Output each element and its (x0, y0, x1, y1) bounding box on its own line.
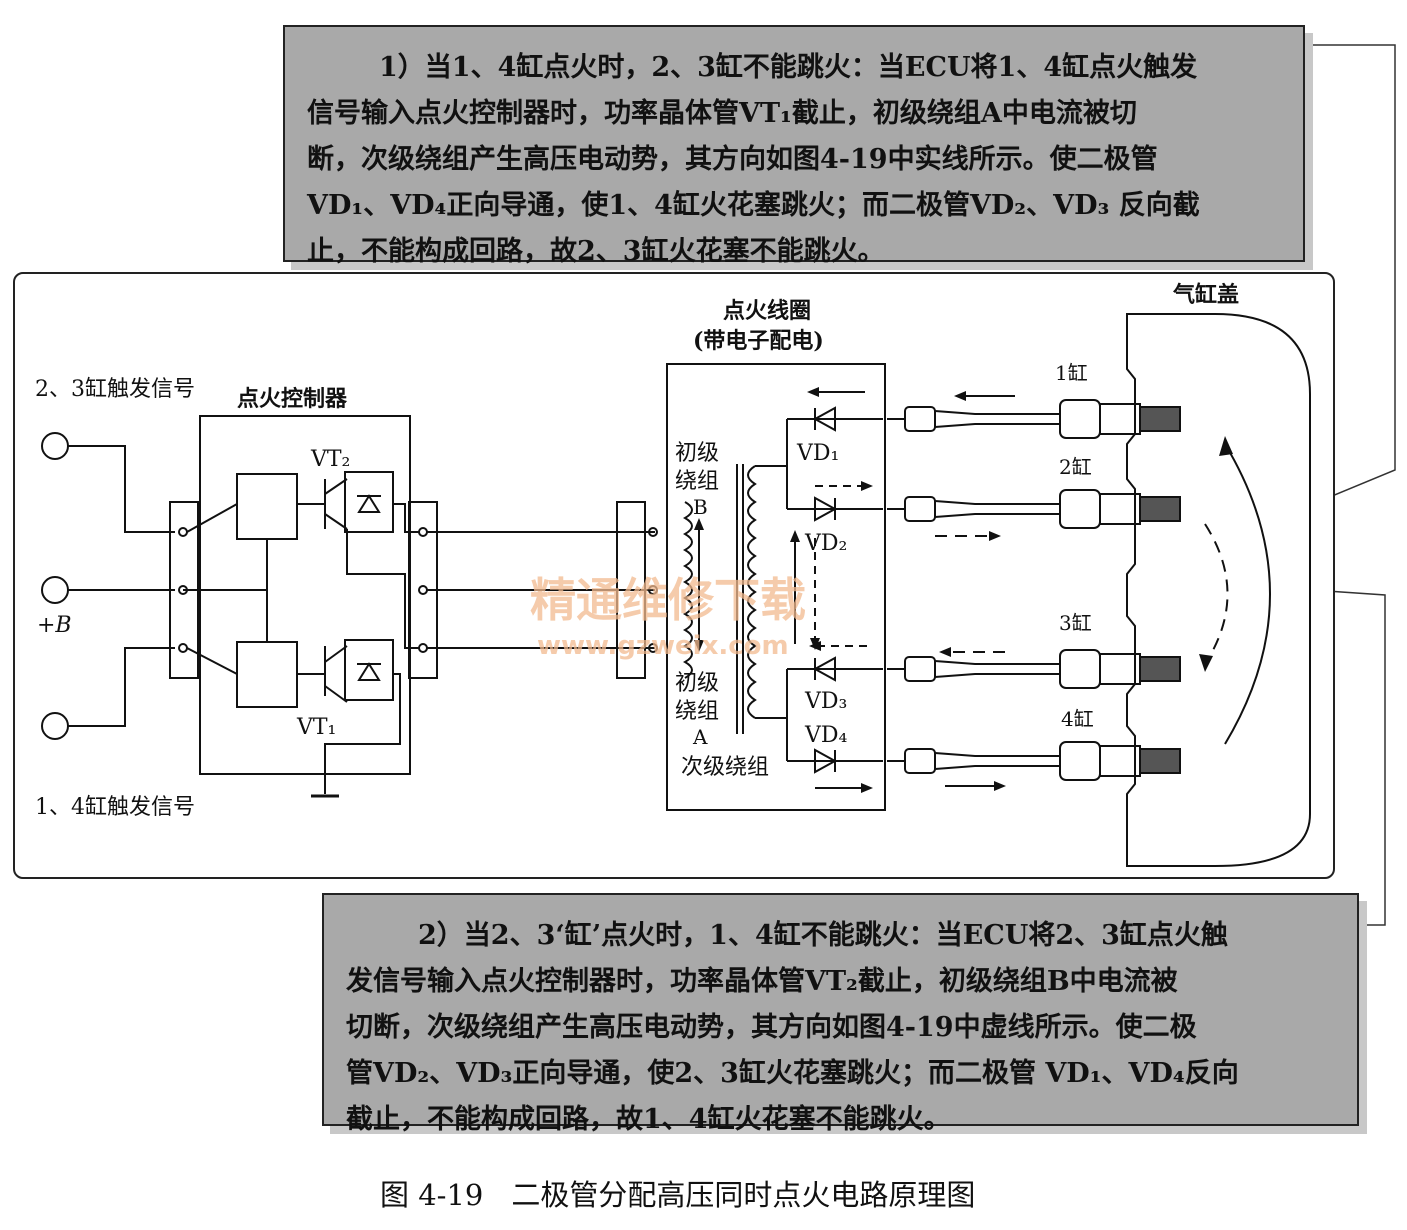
callout-bottom-line-4: 管VD₂、VD₃正向导通，使2、3缸火花塞跳火；而二极管 VD₁、VD₄反向 (346, 1058, 1239, 1089)
secondary-label: 次级绕组 (681, 755, 769, 780)
terminal-23 (41, 432, 69, 460)
figure-caption: 图 4-19 二极管分配高压同时点火电路原理图 (380, 1172, 1003, 1214)
callout-top-line-3: 断，次级绕组产生高压电动势，其方向如图4-19中实线所示。使二极管 (307, 144, 1158, 175)
vd1-label: VD₁ (796, 441, 839, 466)
primary-a-line1: 初级 (675, 671, 719, 696)
plug-lead-4 (887, 741, 1181, 781)
watermark-url: www.gzweix.com (537, 631, 789, 661)
primary-b-line2: 绕组 (675, 469, 719, 494)
callout-bottom-line-5: 截止，不能构成回路，故1、4缸火花塞不能跳火。 (346, 1104, 951, 1135)
cylinder-2-label: 2缸 (1059, 455, 1092, 479)
cylinder-head (1126, 313, 1311, 867)
plus-b-label: +B (37, 613, 72, 638)
callout-bottom: 2）当2、3‘缸’点火时，1、4缸不能跳火：当ECU将2、3缸点火触 发信号输入… (322, 893, 1359, 1135)
callout-bottom-line-2: 发信号输入点火控制器时，功率晶体管VT₂截止，初级绕组B中电流被 (346, 966, 1178, 997)
primary-b-line3: B (693, 495, 708, 519)
plug-lead-2 (887, 489, 1181, 529)
plug-lead-1 (887, 399, 1181, 439)
watermark-title: 精通维修下载 (530, 573, 806, 627)
callout-bottom-line-1: 2）当2、3‘缸’点火时，1、4缸不能跳火：当ECU将2、3缸点火触 (418, 920, 1228, 951)
cylinder-4-label: 4缸 (1061, 707, 1094, 731)
callout-bottom-line-3: 切断，次级绕组产生高压电动势，其方向如图4-19中虚线所示。使二极 (346, 1012, 1197, 1043)
figure-number: 图 4-19 (380, 1178, 484, 1212)
vt2-label: VT₂ (310, 447, 350, 472)
figure-title: 二极管分配高压同时点火电路原理图 (511, 1178, 976, 1212)
callout-top: 1）当1、4缸点火时，2、3缸不能跳火：当ECU将1、4缸点火触发 信号输入点火… (283, 25, 1305, 267)
plug-lead-3 (887, 649, 1181, 689)
primary-b-line1: 初级 (675, 441, 719, 466)
primary-a-line2: 绕组 (675, 699, 719, 724)
terminal-14 (41, 712, 69, 740)
vd2-label: VD₂ (804, 531, 847, 556)
callout-top-line-5: 止，不能构成回路，故2、3缸火花塞不能跳火。 (307, 236, 885, 267)
callout-top-line-4: VD₁、VD₄正向导通，使1、4缸火花塞跳火；而二极管VD₂、VD₃ 反向截 (307, 190, 1200, 221)
callout-top-line-2: 信号输入点火控制器时，功率晶体管VT₁截止，初级绕组A中电流被切 (307, 98, 1137, 129)
signal-23-label: 2、3缸触发信号 (35, 377, 195, 402)
callout-top-line-1: 1）当1、4缸点火时，2、3缸不能跳火：当ECU将1、4缸点火触发 (379, 52, 1198, 83)
cylinder-1-label: 1缸 (1055, 361, 1088, 385)
primary-a-line3: A (692, 725, 708, 749)
signal-14-label: 1、4缸触发信号 (35, 795, 195, 820)
controller-label: 点火控制器 (237, 386, 348, 412)
cylinder-head-label: 气缸盖 (1172, 282, 1239, 308)
coil-subtitle: (带电子配电) (693, 328, 824, 354)
circuit-diagram: 2、3缸触发信号 +B 1、4缸触发信号 点火控制器 VT₂ VT₁ 点火线圈 … (13, 272, 1335, 879)
coil-title: 点火线圈 (723, 298, 811, 324)
vd4-label: VD₄ (804, 723, 848, 748)
vt1-label: VT₁ (296, 715, 336, 740)
vd3-label: VD₃ (804, 689, 847, 714)
controller-box (199, 415, 411, 775)
ignition-coil-box (666, 363, 886, 811)
terminal-plus-b (41, 576, 69, 604)
cylinder-3-label: 3缸 (1059, 611, 1092, 635)
